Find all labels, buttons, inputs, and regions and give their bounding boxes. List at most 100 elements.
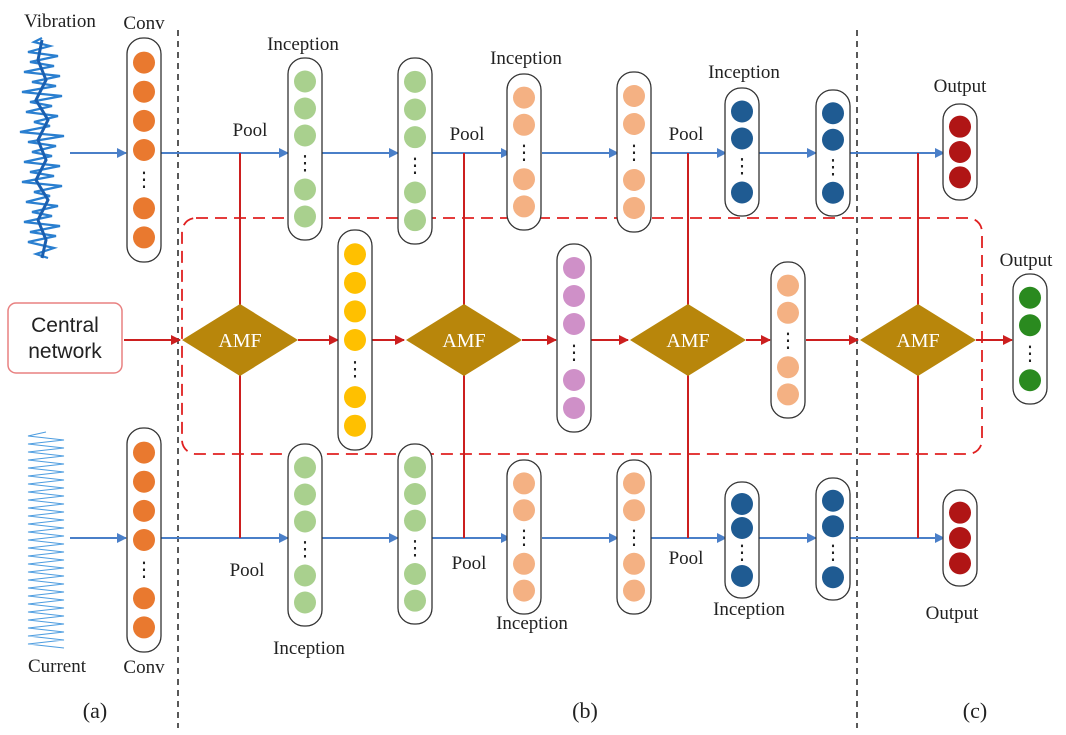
inception-column-top-1a: ⋮: [287, 57, 323, 241]
column-frame: [815, 477, 851, 601]
ellipsis-dots: ⋮: [514, 525, 534, 549]
vibration-waveform: [19, 37, 65, 260]
neuron-node: [822, 489, 844, 512]
neuron-node: [133, 616, 155, 639]
inception-column-top-1b: ⋮: [397, 57, 433, 245]
neuron-node: [731, 517, 753, 539]
output-label-middle: Output: [1000, 250, 1054, 271]
neuron-node: [344, 414, 366, 437]
neuron-node: [949, 552, 971, 575]
neuron-node: [344, 329, 366, 351]
neuron-node: [513, 499, 535, 522]
column-frame: [506, 459, 542, 615]
inception-column-bottom-1a: ⋮: [287, 443, 323, 627]
neuron-node: [344, 300, 366, 323]
neuron-node: [777, 383, 799, 406]
neuron-node: [563, 257, 585, 279]
vibration-label: Vibration: [24, 11, 96, 32]
neuron-node: [623, 113, 645, 135]
output-column-bottom: [942, 489, 978, 587]
conv-label-bottom: Conv: [123, 657, 165, 678]
inception-column-bottom-3b: ⋮: [815, 477, 851, 601]
ellipsis-dots: ⋮: [514, 140, 534, 164]
neuron-node: [513, 86, 535, 109]
column-frame: [724, 481, 760, 599]
column-frame: [770, 261, 806, 419]
inception-column-bottom-2b: ⋮: [616, 459, 652, 615]
ellipsis-dots: ⋮: [823, 154, 843, 178]
neuron-node: [563, 369, 585, 391]
neuron-node: [294, 456, 316, 479]
neuron-node: [344, 243, 366, 266]
column-frame: [724, 87, 760, 217]
neuron-node: [623, 579, 645, 602]
neuron-node: [294, 591, 316, 614]
neuron-node: [1019, 286, 1041, 309]
neuron-node: [623, 85, 645, 107]
neuron-node: [623, 197, 645, 219]
neuron-node: [404, 126, 426, 149]
neuron-node: [404, 70, 426, 93]
neuron-node: [1019, 369, 1041, 392]
column-frame: [1012, 273, 1048, 405]
ellipsis-dots: ⋮: [134, 557, 154, 581]
pool-label-top-3: Pool: [669, 124, 704, 145]
ellipsis-dots: ⋮: [564, 340, 584, 364]
ellipsis-dots: ⋮: [345, 357, 365, 381]
neuron-node: [822, 566, 844, 589]
column-frame: [616, 459, 652, 615]
column-frame: [506, 73, 542, 231]
neuron-node: [623, 472, 645, 495]
inception-column-top-2b: ⋮: [616, 71, 652, 233]
inception-column-bottom-2a: ⋮: [506, 459, 542, 615]
neuron-node: [133, 587, 155, 610]
neuron-node: [731, 100, 753, 123]
neuron-node: [731, 493, 753, 515]
central-network-label-2: network: [28, 340, 102, 363]
inception-column-top-3b: ⋮: [815, 89, 851, 217]
neuron-node: [949, 115, 971, 138]
feature-column-fusion-3: ⋮: [770, 261, 806, 419]
neuron-node: [731, 565, 753, 587]
inception-column-bottom-3a: ⋮: [724, 481, 760, 599]
neuron-node: [404, 98, 426, 121]
pool-label-bottom-3: Pool: [669, 548, 704, 569]
pool-label-bottom-2: Pool: [452, 553, 487, 574]
amf-block-1: AMF: [182, 304, 298, 376]
neuron-node: [404, 509, 426, 532]
neuron-node: [133, 470, 155, 493]
output-column-top: [942, 103, 978, 201]
inception-label-bottom-1: Inception: [273, 638, 345, 659]
conv-column-bottom: ⋮: [126, 427, 162, 653]
neuron-node: [563, 313, 585, 335]
column-frame: [815, 89, 851, 217]
neuron-node: [563, 285, 585, 307]
amf-label: AMF: [896, 330, 939, 352]
neuron-node: [949, 501, 971, 524]
neuron-node: [294, 97, 316, 120]
inception-label-bottom-2: Inception: [496, 613, 568, 634]
neuron-node: [513, 113, 535, 136]
neuron-node: [404, 181, 426, 204]
neuron-node: [294, 124, 316, 147]
amf-block-2: AMF: [406, 304, 522, 376]
neuron-node: [133, 197, 155, 220]
amf-block-3: AMF: [630, 304, 746, 376]
neuron-node: [822, 128, 844, 151]
neuron-node: [294, 70, 316, 93]
ellipsis-dots: ⋮: [295, 537, 315, 561]
neuron-columns: ⋮⋮⋮⋮⋮⋮⋮⋮⋮⋮⋮⋮⋮⋮⋮⋮⋮⋮: [126, 37, 1048, 653]
output-label-bottom: Output: [926, 603, 980, 624]
neuron-node: [294, 205, 316, 228]
conv-label-top: Conv: [123, 13, 165, 34]
ellipsis-dots: ⋮: [732, 154, 752, 178]
ellipsis-dots: ⋮: [778, 328, 798, 352]
neuron-node: [344, 386, 366, 409]
neuron-node: [404, 589, 426, 612]
amf-label: AMF: [666, 330, 709, 352]
ellipsis-dots: ⋮: [1020, 341, 1040, 365]
neuron-node: [344, 271, 366, 294]
neuron-node: [513, 472, 535, 495]
neuron-node: [777, 356, 799, 379]
